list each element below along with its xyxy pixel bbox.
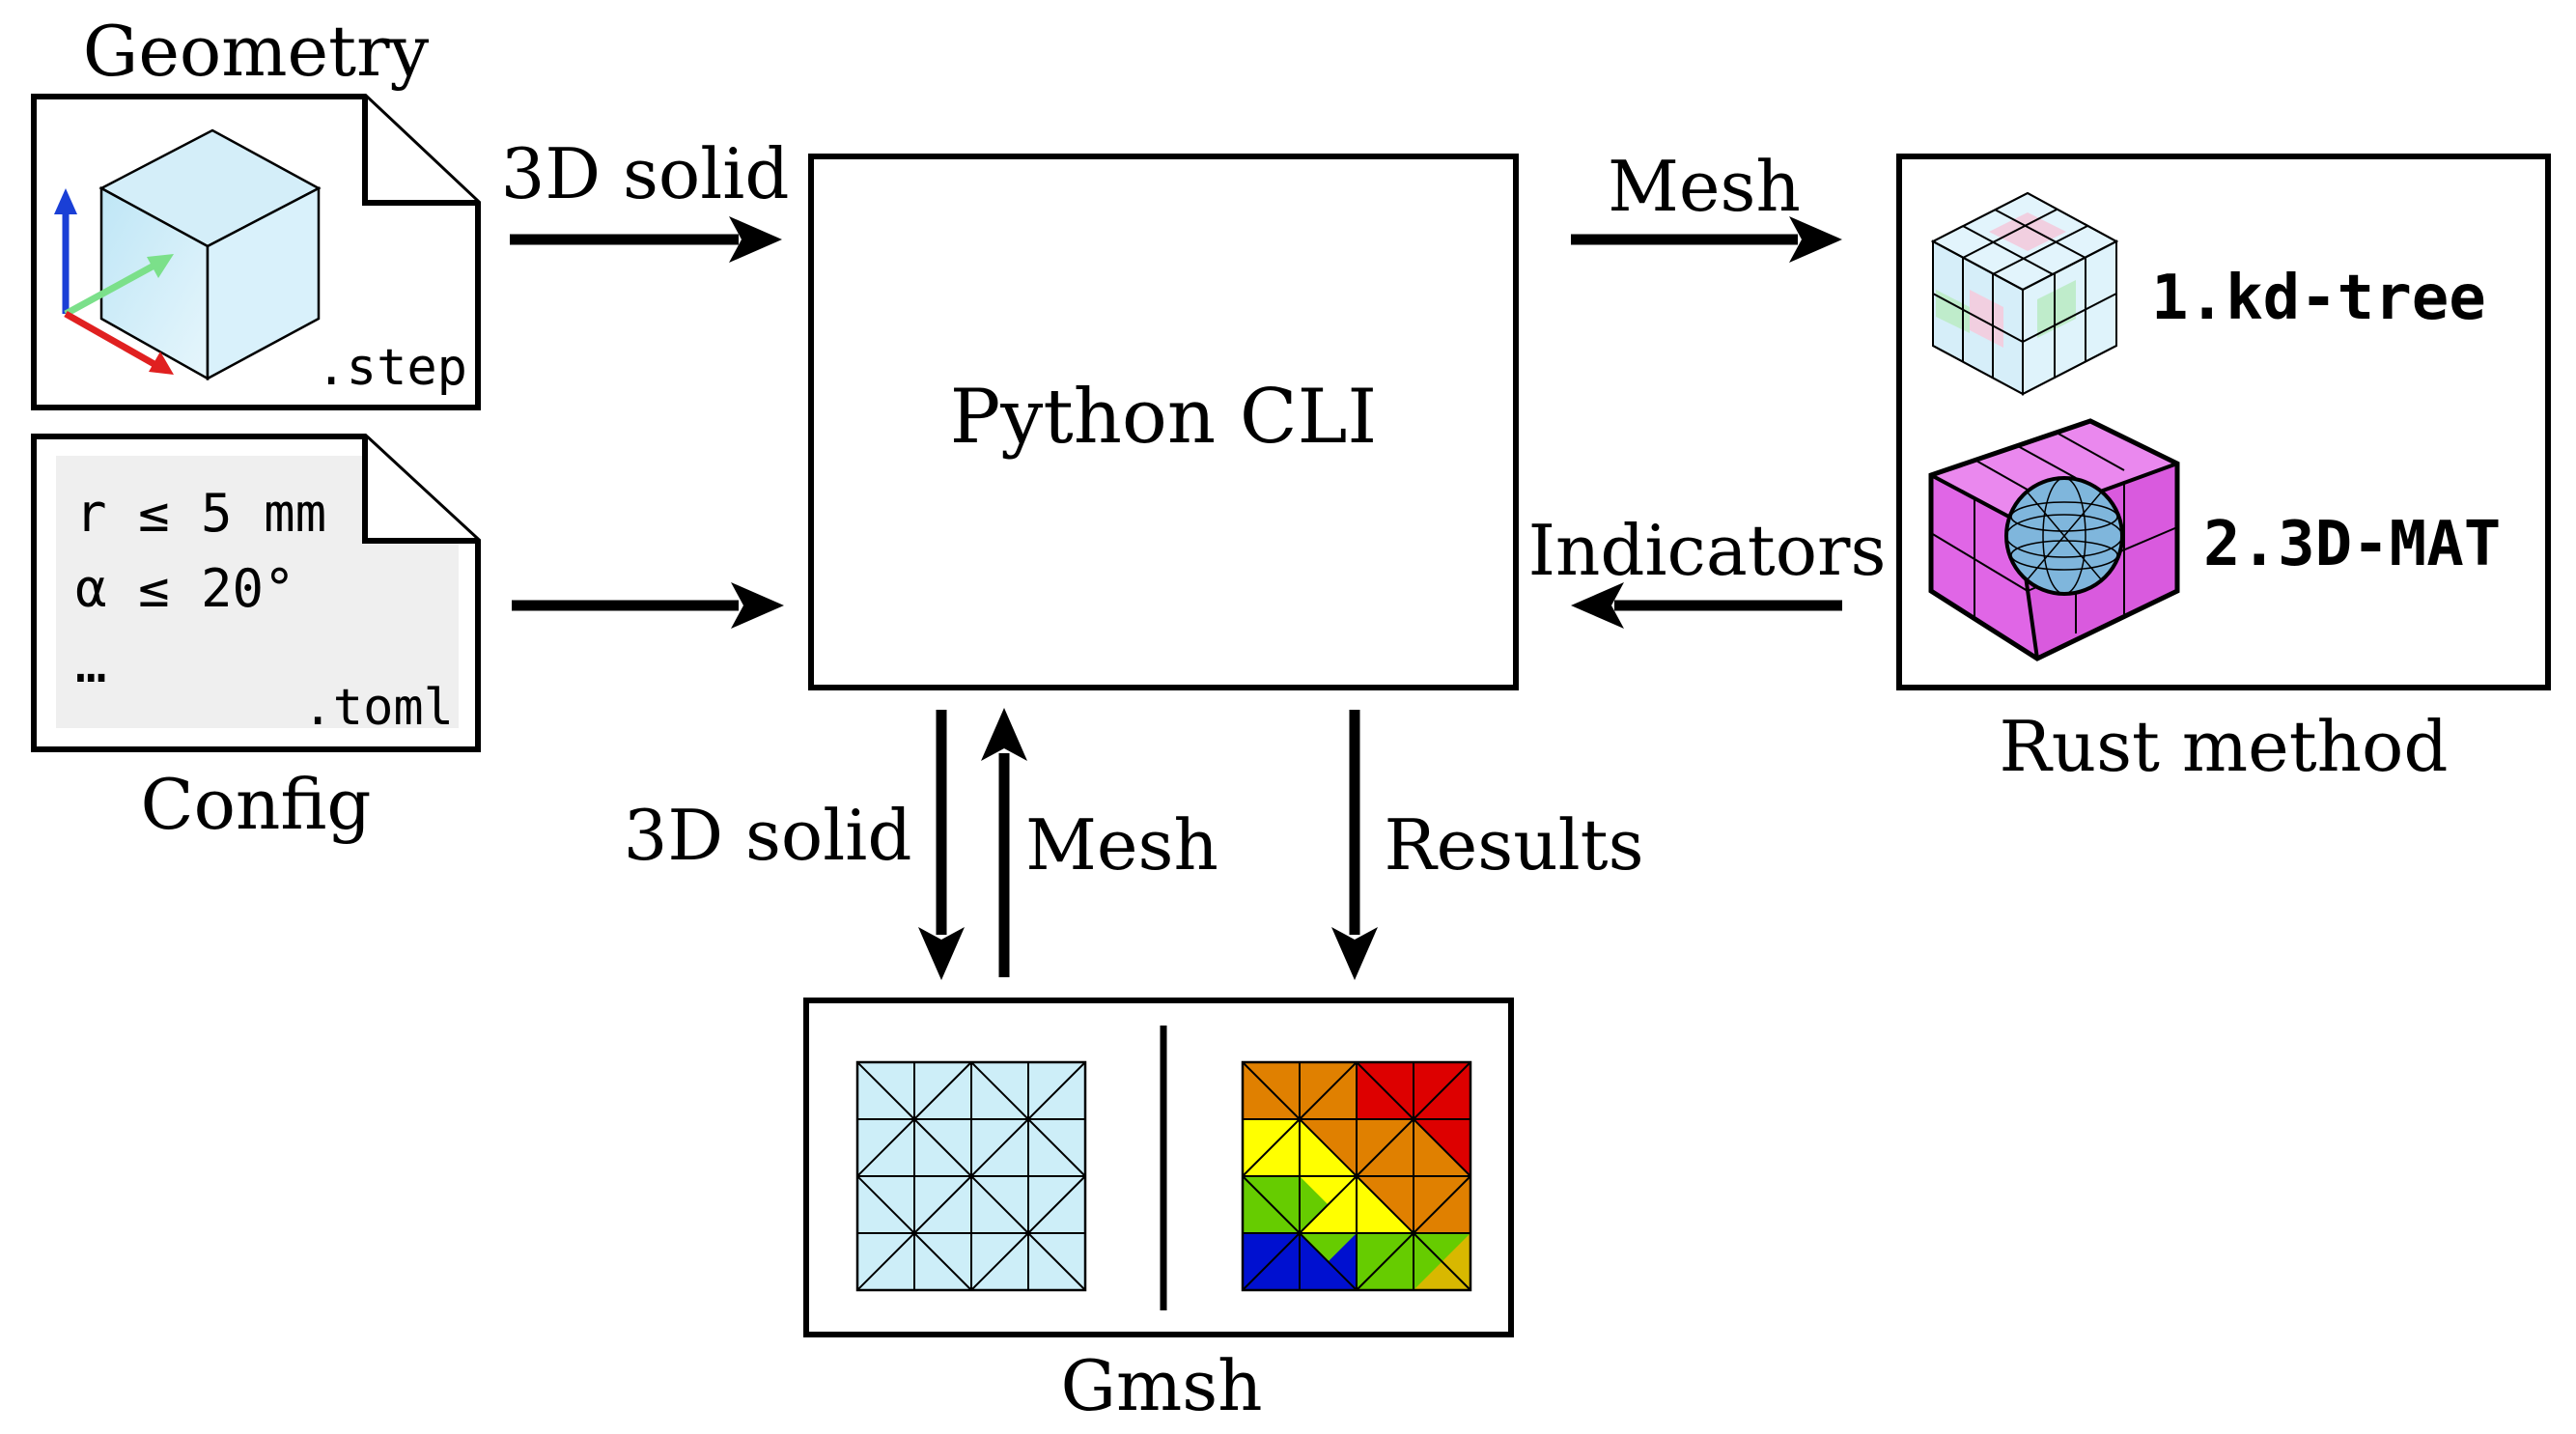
config-extension: .toml (302, 679, 454, 737)
config-line-3: … (75, 633, 107, 694)
axes-icon (54, 188, 174, 375)
config-file: r ≤ 5 mm α ≤ 20° … .toml (31, 434, 481, 752)
label-cli-to-gmsh: 3D solid (624, 795, 912, 876)
config-line-2: α ≤ 20° (75, 558, 295, 619)
python-cli-label: Python CLI (950, 374, 1377, 461)
cube-icon (98, 128, 322, 381)
label-results: Results (1384, 804, 1643, 886)
rust-method-1: 1.kd-tree (2151, 263, 2486, 334)
label-cli-to-rust: Mesh (1608, 146, 1801, 227)
label-gmsh-to-cli: Mesh (1025, 804, 1218, 886)
mat-icon (1928, 418, 2180, 661)
geometry-title: Geometry (83, 11, 430, 92)
kdtree-icon (1930, 191, 2119, 396)
rust-method-2: 2.3D-MAT (2203, 509, 2501, 580)
label-geometry-to-cli: 3D solid (501, 133, 790, 214)
mesh-icon (855, 1060, 1087, 1292)
config-title: Config (141, 764, 372, 845)
rust-method-caption: Rust method (2000, 706, 2449, 787)
results-mesh-icon (1241, 1060, 1472, 1292)
geometry-file: .step (31, 94, 481, 410)
geometry-extension: .step (316, 339, 467, 397)
config-line-1: r ≤ 5 mm (75, 483, 326, 544)
python-cli-box (808, 154, 1519, 690)
gmsh-caption: Gmsh (1060, 1345, 1262, 1426)
label-rust-to-cli: Indicators (1528, 510, 1887, 591)
